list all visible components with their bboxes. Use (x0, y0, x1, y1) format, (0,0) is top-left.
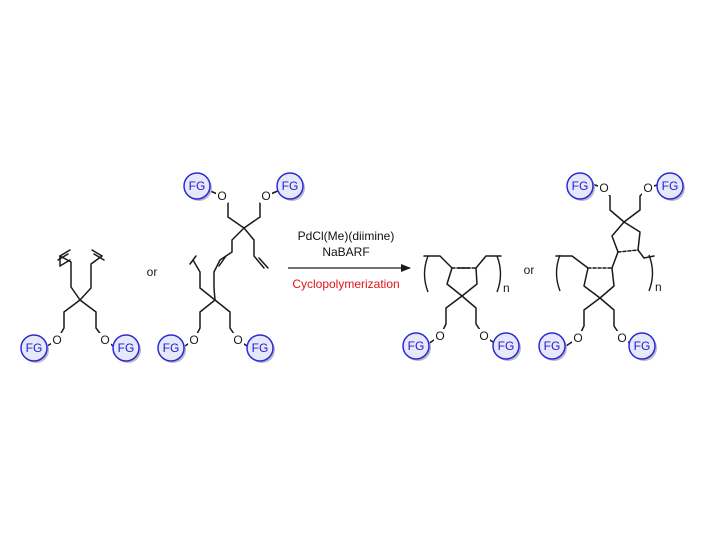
repeat-subscript: n (655, 280, 662, 294)
monomer-tetraene: O O O O FG FG FG FG (157, 172, 305, 363)
fg-badge: FG (112, 334, 141, 363)
oxygen-label: O (617, 331, 626, 345)
or-label: or (147, 265, 158, 279)
oxygen-label: O (479, 329, 488, 343)
oxygen-label: O (189, 333, 198, 347)
oxygen-label: O (233, 333, 242, 347)
fg-badge: FG (20, 334, 49, 363)
fg-badge: FG (246, 334, 275, 363)
or-label: or (524, 263, 535, 277)
fg-badge: FG (276, 172, 305, 201)
fg-badge: FG (628, 332, 657, 361)
svg-text:FG: FG (572, 179, 589, 193)
svg-text:FG: FG (498, 339, 515, 353)
oxygen-label: O (100, 333, 109, 347)
fg-badge: FG (157, 334, 186, 363)
oxygen-label: O (52, 333, 61, 347)
svg-text:FG: FG (544, 339, 561, 353)
oxygen-label: O (217, 189, 226, 203)
process-label: Cyclopolymerization (292, 277, 399, 291)
oxygen-label: O (261, 189, 270, 203)
oxygen-label: O (435, 329, 444, 343)
fg-badge: FG (656, 172, 685, 201)
svg-text:FG: FG (252, 341, 269, 355)
fg-badge: FG (566, 172, 595, 201)
svg-text:FG: FG (26, 341, 43, 355)
polymer-double-ring: O O O O FG FG FG FG n (538, 172, 685, 361)
svg-text:FG: FG (118, 341, 135, 355)
svg-text:FG: FG (408, 339, 425, 353)
svg-text:FG: FG (282, 179, 299, 193)
oxygen-label: O (573, 331, 582, 345)
fg-badge: FG (402, 332, 431, 361)
monomer-diene: O O FG FG (20, 249, 141, 363)
catalyst-label: PdCl(Me)(diimine) (298, 229, 395, 243)
fg-badge: FG (538, 332, 567, 361)
svg-text:FG: FG (189, 179, 206, 193)
activator-label: NaBARF (322, 245, 369, 259)
oxygen-label: O (643, 181, 652, 195)
fg-badge: FG (492, 332, 521, 361)
polymer-single-ring: O O FG FG n (402, 255, 521, 361)
repeat-subscript: n (503, 281, 510, 295)
svg-text:FG: FG (634, 339, 651, 353)
svg-text:FG: FG (662, 179, 679, 193)
fg-badge: FG (183, 172, 212, 201)
oxygen-label: O (599, 181, 608, 195)
svg-text:FG: FG (163, 341, 180, 355)
